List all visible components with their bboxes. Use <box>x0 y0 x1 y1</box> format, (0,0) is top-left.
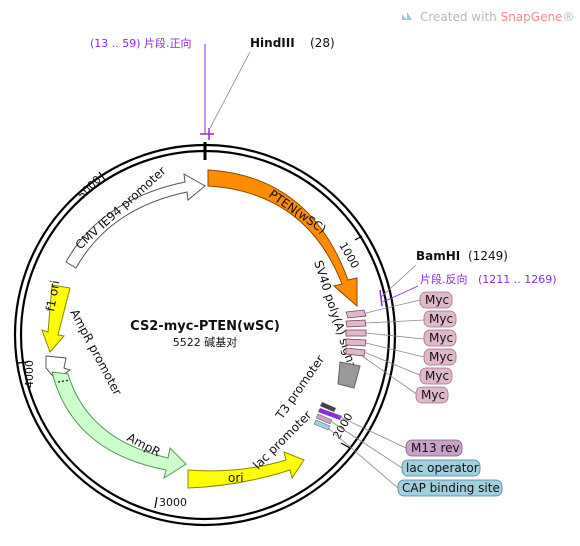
brand-name: SnapGene <box>501 10 563 24</box>
f1-ori-label: f1 ori <box>43 279 62 312</box>
ori-label: ori <box>228 471 244 485</box>
pten-arrow[interactable] <box>207 169 358 308</box>
bamhi-leader <box>379 264 417 299</box>
brand-prefix: Created with <box>420 10 501 24</box>
myc-tag-5-label: Myc <box>425 369 449 383</box>
ampr-arrow[interactable] <box>51 371 187 480</box>
position-ticks <box>17 171 363 509</box>
svg-text:Created with SnapGene®: Created with SnapGene® <box>420 10 574 24</box>
cmv-label: CMV IE94 promoter <box>73 164 169 252</box>
bamhi-pos: (1249) <box>468 249 508 263</box>
pten-label: PTEN(wSC) <box>266 187 328 237</box>
snapgene-icon <box>402 12 412 20</box>
myc-tag-3[interactable]: Myc <box>423 329 457 347</box>
m13-rev-label: M13 rev <box>411 441 460 455</box>
myc-leaders <box>361 299 425 396</box>
fragment-top-label[interactable]: (13 .. 59) 片段.正向 <box>90 36 192 50</box>
f1-ori-arrow[interactable] <box>41 284 71 353</box>
sv40-box[interactable] <box>337 361 361 389</box>
myc-tag-6-label: Myc <box>421 388 445 402</box>
lac-operator-tag[interactable]: lac operator <box>401 459 481 477</box>
myc-tag-3-label: Myc <box>429 331 453 345</box>
bamhi-name[interactable]: BamHI <box>416 249 460 263</box>
myc-boxes <box>345 309 367 357</box>
hindiii-name[interactable]: HindIII <box>250 36 295 50</box>
m13-rev-tag[interactable]: M13 rev <box>405 439 463 457</box>
backbone-inner-circle <box>19 149 391 521</box>
fragment-right-leader <box>382 285 419 303</box>
lac-operator-label: lac operator <box>406 461 479 475</box>
hindiii-leader <box>207 51 251 133</box>
myc-tag-1[interactable]: Myc <box>419 291 453 309</box>
small-feature-blocks <box>313 402 342 431</box>
myc-tag-4[interactable]: Myc <box>423 348 457 366</box>
myc-tag-4-label: Myc <box>429 350 453 364</box>
tick-3000: 3000 <box>159 496 187 509</box>
fragment-right-range: (1211 .. 1269) <box>478 273 557 286</box>
myc-tag-1-label: Myc <box>425 293 449 307</box>
myc-tag-2[interactable]: Myc <box>423 310 457 328</box>
ori-arrow[interactable] <box>187 451 305 489</box>
plasmid-size: 5522 碱基对 <box>173 335 238 349</box>
myc-tag-2-label: Myc <box>429 312 453 326</box>
small-feature-leaders <box>327 415 407 489</box>
fragment-right-label[interactable]: 片段.反向 <box>420 272 468 286</box>
cap-binding-label: CAP binding site <box>402 481 500 495</box>
plasmid-name: CS2-myc-PTEN(wSC) <box>130 319 280 334</box>
myc-tag-6[interactable]: Myc <box>415 386 449 404</box>
hindiii-pos: (28) <box>310 36 335 50</box>
snapgene-logo: Created with SnapGene® <box>402 10 574 24</box>
ampr-promoter-label: AmpR promoter <box>67 307 124 398</box>
cmv-promoter-arrow[interactable] <box>65 173 206 269</box>
myc-tag-5[interactable]: Myc <box>419 367 453 385</box>
tick-4000: 4000 <box>23 360 36 388</box>
brand-suffix: ® <box>562 10 574 24</box>
fragment-right-mark <box>379 289 383 307</box>
cap-binding-tag[interactable]: CAP binding site <box>397 479 503 497</box>
